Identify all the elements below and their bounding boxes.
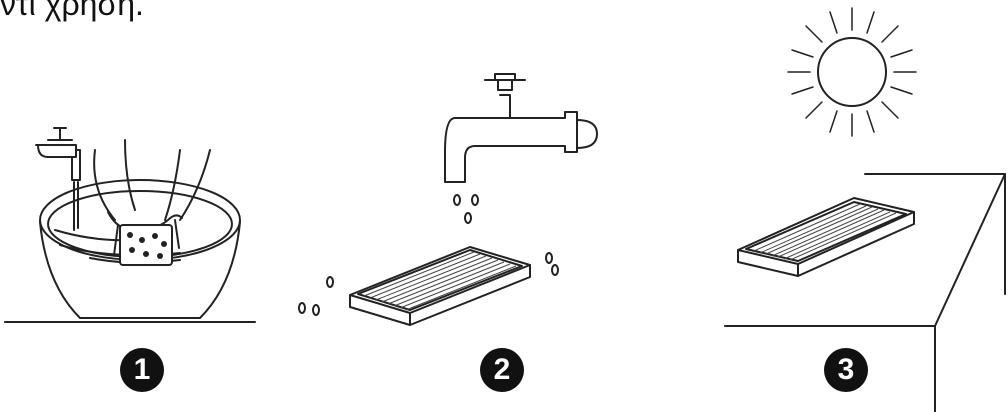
- washing-filter-in-basin-icon: [4, 127, 256, 323]
- rinsing-filter-under-tap-icon: [298, 73, 598, 326]
- step-1-panel: 1: [0, 0, 300, 412]
- step-1-badge: 1: [120, 348, 164, 392]
- step-2-panel: 2: [290, 0, 600, 412]
- cropped-instruction-text: ντι χρήση.: [0, 0, 144, 22]
- drying-filter-in-sun-icon: [724, 7, 1006, 412]
- step-2-badge: 2: [480, 348, 524, 392]
- step-3-panel: 3: [700, 0, 1008, 412]
- step-3-badge: 3: [824, 348, 868, 392]
